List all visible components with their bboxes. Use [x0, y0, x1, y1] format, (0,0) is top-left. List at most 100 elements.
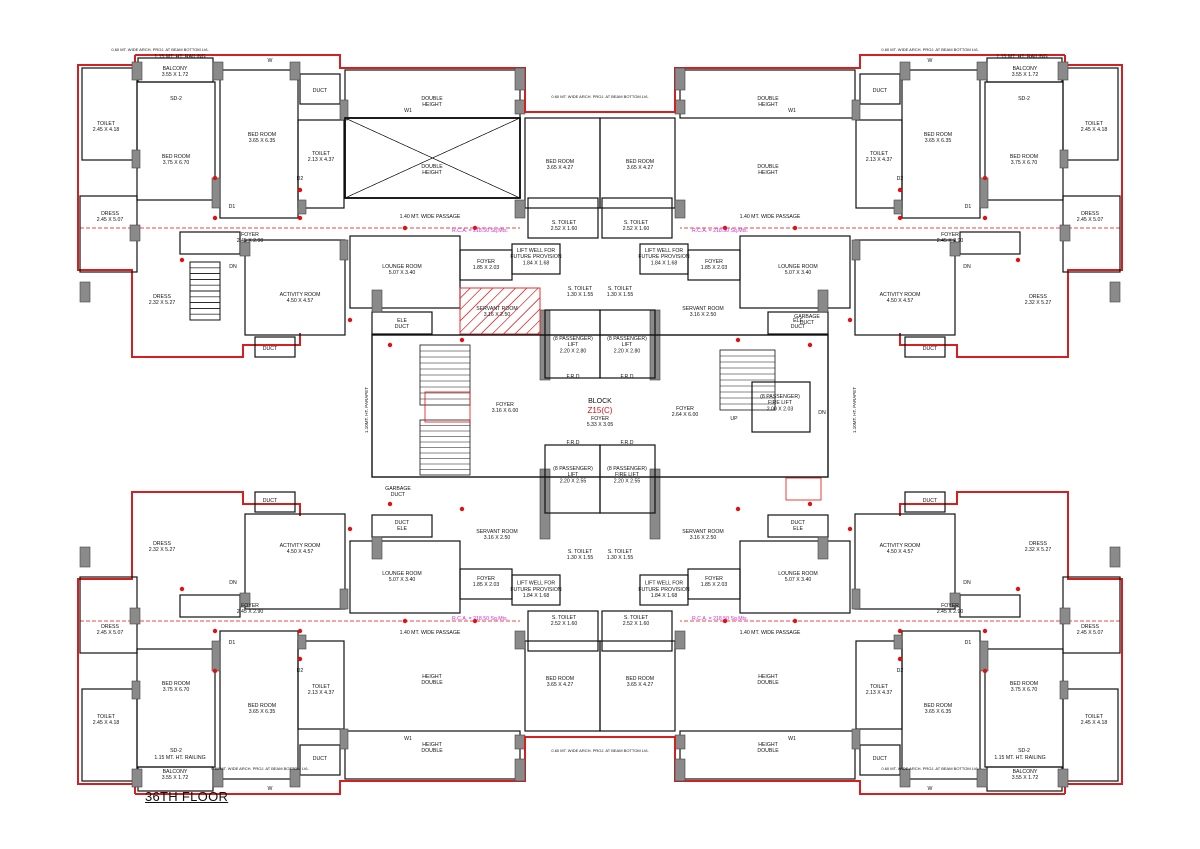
- room-label: LOUNGE ROOM: [778, 264, 818, 270]
- room-label: LIFT: [622, 342, 633, 348]
- bedroom-wall: [136, 81, 216, 201]
- room-label: 2.52 X 1.60: [623, 621, 650, 627]
- column: [851, 239, 861, 261]
- dh-label: DOUBLE: [757, 680, 779, 686]
- dh-label: DOUBLE: [421, 96, 443, 102]
- room-label: LOUNGE ROOM: [382, 264, 422, 270]
- window-label: W1: [404, 736, 412, 742]
- rca-label: R.C.A. = 218.50 Sq.Mts.: [692, 228, 748, 234]
- room-label: FUTURE PROVISION: [638, 254, 690, 260]
- room-label: 2.13 X 4.37: [866, 690, 893, 696]
- room-label: FOYER: [941, 603, 959, 609]
- dn-label: DN: [963, 580, 971, 586]
- toilet-wall: [1062, 688, 1119, 782]
- room-label: LIFT WELL FOR: [645, 248, 684, 254]
- column: [131, 768, 143, 788]
- door-marker: [807, 501, 813, 507]
- column: [514, 67, 526, 91]
- dn-label: DN: [818, 410, 826, 416]
- room-label: 2.45 X 2.90: [237, 609, 264, 615]
- door-marker: [179, 586, 185, 592]
- column: [1057, 768, 1069, 788]
- room-label: 3.55 X 1.72: [1012, 72, 1039, 78]
- room-label: LIFT WELL FOR: [517, 581, 556, 587]
- passage-label: 1.40 MT. WIDE PASSAGE: [740, 630, 801, 636]
- room-label: FOYER: [705, 259, 723, 265]
- column: [79, 281, 91, 303]
- column: [1109, 546, 1121, 568]
- ele-duct-label: DUCT: [791, 520, 806, 526]
- room-label: ACTIVITY ROOM: [280, 543, 321, 549]
- column: [851, 588, 861, 610]
- room-label: 4.50 X 4.57: [287, 549, 314, 555]
- door-marker: [459, 337, 465, 343]
- column: [674, 630, 686, 650]
- chhajja-label: 0.60 MT. WIDE ARCH. PROJ. AT BEAM BOTTOM…: [881, 47, 979, 52]
- room-label: TOILET: [312, 684, 331, 690]
- room-label: ACTIVITY ROOM: [880, 543, 921, 549]
- room-label: 3.65 X 6.35: [249, 138, 276, 144]
- door-marker: [212, 175, 218, 181]
- toilet-wall: [855, 640, 903, 730]
- room-label: ACTIVITY ROOM: [880, 292, 921, 298]
- duct-label: DUCT: [313, 756, 328, 762]
- room-label: 3.75 X 6.70: [163, 160, 190, 166]
- column: [979, 177, 989, 209]
- door-marker: [722, 618, 728, 624]
- column: [674, 67, 686, 91]
- column: [976, 61, 988, 81]
- room-label: S. TOILET: [608, 549, 633, 555]
- ele-duct-label: ELE: [793, 318, 803, 324]
- fire-lift-shaft: [751, 381, 811, 433]
- column: [339, 99, 349, 121]
- activity-wall: [244, 513, 346, 610]
- room-label: 1.30 X 1.55: [567, 292, 594, 298]
- garbage-duct-label: GARBAGE: [794, 314, 820, 320]
- lift-shaft: [599, 444, 656, 514]
- room-label: 2.45 X 4.18: [1081, 127, 1108, 133]
- door-marker: [179, 257, 185, 263]
- room-label: 3.16 X 2.50: [484, 312, 511, 318]
- room-label: 2.45 X 4.18: [93, 720, 120, 726]
- room-label: BED ROOM: [162, 681, 190, 687]
- activity-wall: [854, 239, 956, 336]
- garbage-duct-label: DUCT: [800, 320, 815, 326]
- rca-label: R.C.A. = 218.50 Sq.Mts.: [452, 228, 508, 234]
- column: [1059, 680, 1069, 700]
- room-label: DRESS: [1081, 624, 1099, 630]
- duct-wall: [859, 73, 901, 105]
- flat-outline: [674, 54, 1065, 100]
- stoilet-wall: [527, 610, 599, 652]
- room-label: 1.85 X 2.03: [701, 265, 728, 271]
- flat-outline: [524, 736, 676, 749]
- foyer-wall: [179, 231, 241, 255]
- door-marker: [297, 187, 303, 193]
- room-label: 2.00 X 2.03: [767, 406, 794, 412]
- duct-label: DUCT: [873, 88, 888, 94]
- ele-duct-wall: [371, 514, 433, 538]
- room-label: 2.32 X 5.27: [1025, 300, 1052, 306]
- room-label: BED ROOM: [248, 703, 276, 709]
- duct-wall: [299, 73, 341, 105]
- room-label: 3.55 X 1.72: [162, 775, 189, 781]
- door-label: D2: [297, 176, 304, 182]
- ele-duct-label: ELE: [397, 526, 407, 532]
- duct-label: DUCT: [923, 498, 938, 504]
- window-label: W1: [788, 108, 796, 114]
- hatched-area: [459, 287, 541, 335]
- bedroom-wall: [599, 117, 676, 209]
- toilet-wall: [81, 688, 138, 782]
- room-label: S. TOILET: [552, 615, 577, 621]
- room-label: 3.65 X 4.27: [627, 682, 654, 688]
- room-label: 3.65 X 4.27: [627, 165, 654, 171]
- railing-label: 1.15 MT. HT. RAILING: [994, 755, 1045, 761]
- door-marker: [402, 618, 408, 624]
- column: [514, 199, 526, 219]
- column: [239, 241, 251, 257]
- room-label: 3.65 X 6.35: [925, 138, 952, 144]
- room-label: BED ROOM: [924, 703, 952, 709]
- column: [129, 224, 141, 242]
- duct-label: DUCT: [263, 498, 278, 504]
- room-label: 1.84 X 1.68: [523, 260, 550, 266]
- door-marker: [722, 225, 728, 231]
